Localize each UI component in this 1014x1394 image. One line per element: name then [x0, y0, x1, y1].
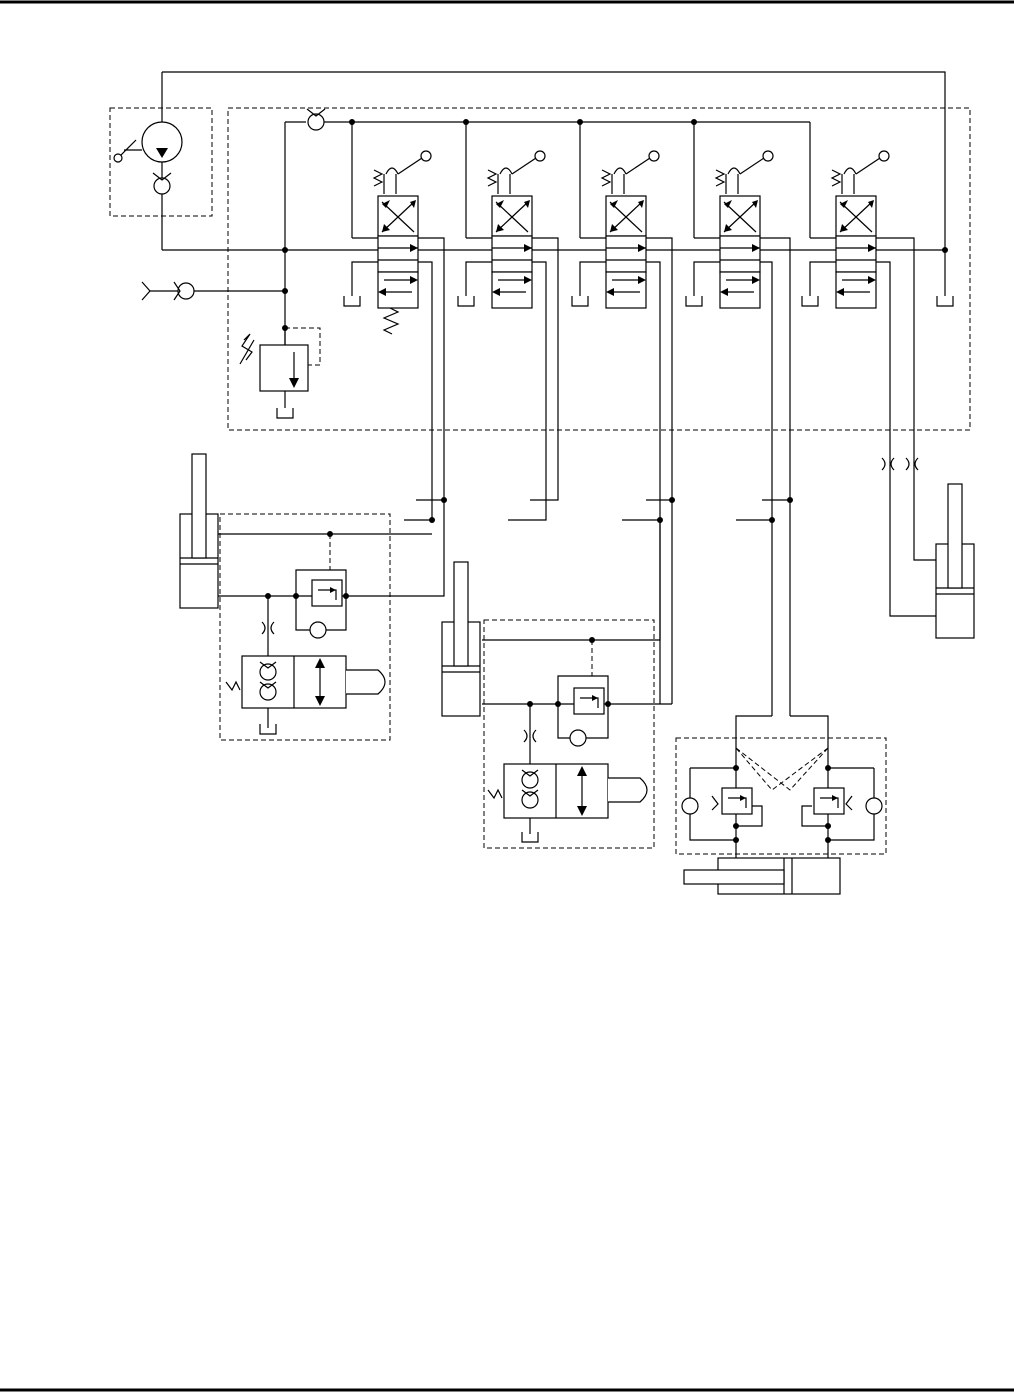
- cylinder-3: [684, 858, 840, 894]
- control-valve-spool-1: [344, 151, 431, 308]
- lock-valve-block-1: [218, 500, 444, 740]
- inlet-check-valve: [142, 282, 288, 300]
- cylinder-2: [442, 562, 480, 716]
- hydraulic-pump: [110, 72, 212, 250]
- pressure-header: [162, 109, 948, 345]
- control-valve-spool-2: [458, 151, 545, 308]
- spring-icon: [384, 308, 398, 334]
- cylinder-1: [180, 454, 218, 608]
- cylinder-4: [936, 484, 974, 638]
- control-valve-spool-3: [572, 151, 659, 308]
- control-valve-spool-4: [686, 151, 773, 308]
- restrictor-icons: [882, 458, 918, 470]
- control-valve-spool-5: [802, 151, 953, 308]
- counterbalance-valve-block: [676, 716, 886, 858]
- pressure-relief-valve: [240, 325, 320, 418]
- return-line: [162, 72, 945, 250]
- lock-valve-block-2: [482, 520, 672, 848]
